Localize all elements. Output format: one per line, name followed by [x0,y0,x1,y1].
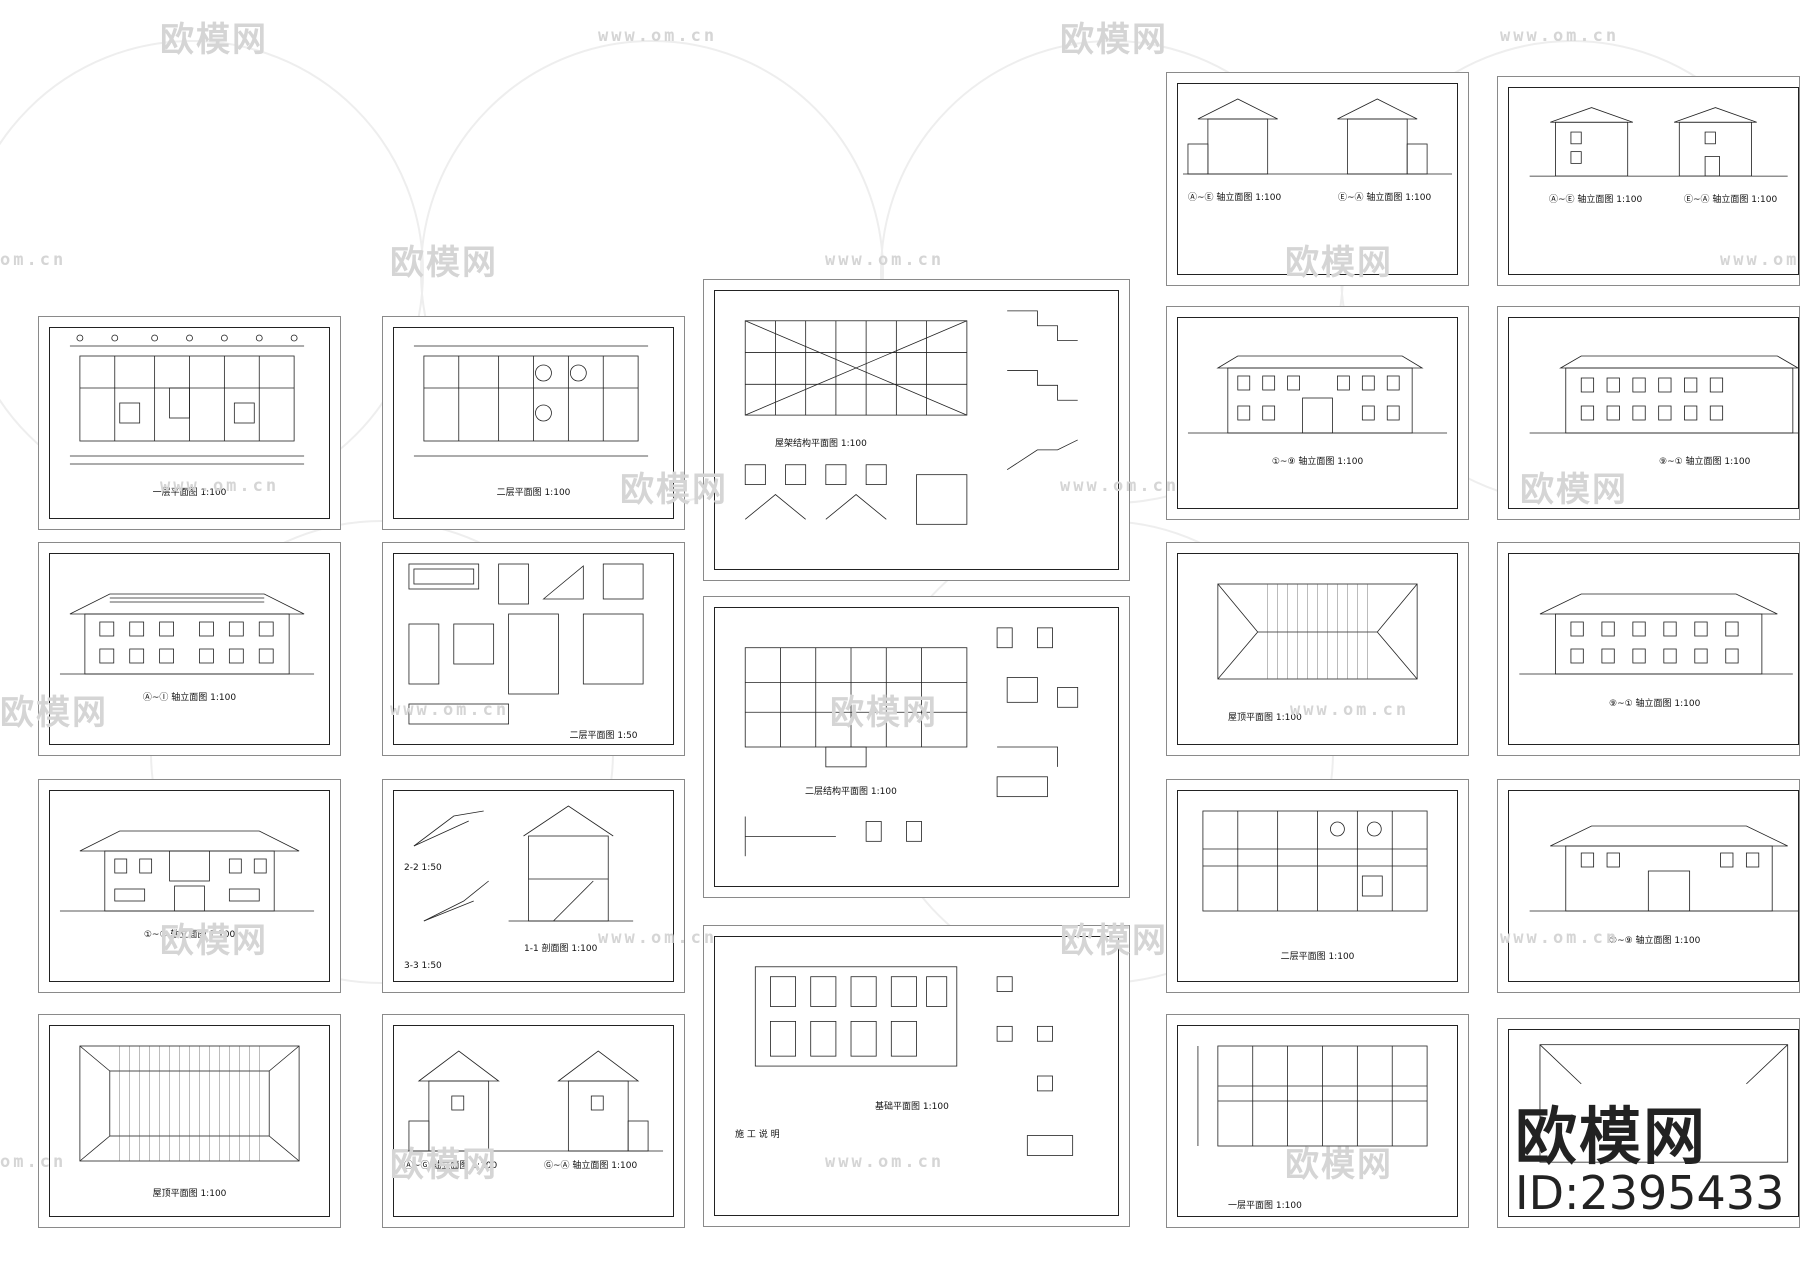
sheet-rear-elevation-e[interactable]: ⑨~① 轴立面图 1:100 [1497,306,1800,520]
watermark-url: www.om.cn [1500,26,1620,46]
sheet-caption: ⑨~① 轴立面图 1:100 [1609,699,1701,709]
drawing-frame: ①~⑨ 轴立面图 1:100 [49,790,330,982]
elevation-drawing [59,830,315,912]
floor-plan-drawing [1197,1045,1428,1147]
roof-plan-drawing [1217,583,1418,680]
sheet-caption: 1-1 剖面图 1:100 [524,944,598,954]
section-drawing [413,805,634,922]
sheet-caption: 屋顶平面图 1:100 [152,1189,227,1199]
elevation-drawing [403,1050,664,1152]
sheet-elevation-1-9[interactable]: ①~⑨ 轴立面图 1:100 [38,779,341,993]
structure-drawing [744,627,1079,857]
floor-plan-drawing [1202,810,1428,912]
sheet-details[interactable]: 二层平面图 1:50 [382,542,685,756]
drawing-frame: Ⓐ~Ⓘ 轴立面图 1:100 [49,553,330,745]
sheet-elevation-e4[interactable]: ①~⑨ 轴立面图 1:100 [1497,779,1800,993]
watermark-url: www.om.cn [598,26,718,46]
drawing-frame: 二层平面图 1:50 [393,553,674,745]
drawing-frame: 一层平面图 1:100 [1177,1025,1458,1217]
drawing-frame: 一层平面图 1:100 [49,327,330,519]
roof-plan-drawing [1539,1044,1789,1163]
drawing-frame: 屋架结构平面图 1:100 [714,290,1119,570]
drawing-frame: 二层平面图 1:100 [393,327,674,519]
sheet-roof-structure[interactable]: 屋架结构平面图 1:100 [703,279,1130,581]
drawing-frame: ⑨~① 轴立面图 1:100 [1508,317,1799,509]
drawing-frame: ①~⑨ 轴立面图 1:100 [1177,317,1458,509]
watermark-logo: 欧模网 [1060,20,1168,60]
drawing-frame: 基础平面图 1:100 施 工 说 明 [714,936,1119,1216]
sheet-caption: 二层结构平面图 1:100 [805,787,897,797]
sheet-caption: Ⓔ~Ⓐ 轴立面图 1:100 [1338,193,1432,203]
sheet-side-elevations-e[interactable]: Ⓐ~Ⓔ 轴立面图 1:100 Ⓔ~Ⓐ 轴立面图 1:100 [1497,76,1800,286]
sheet-caption: 二层平面图 1:100 [496,488,571,498]
sheet-caption: 施 工 说 明 [735,1130,780,1140]
structure-drawing [744,310,1078,525]
sheet-floor-plan-d1[interactable]: 一层平面图 1:100 [1166,1014,1469,1228]
sheet-caption: ①~⑨ 轴立面图 1:100 [1271,457,1364,467]
sheet-floor2-structure[interactable]: 二层结构平面图 1:100 [703,596,1130,898]
sheet-caption: ⑨~① 轴立面图 1:100 [1659,457,1751,467]
drawing-frame: ⑨~① 轴立面图 1:100 [1508,553,1799,745]
brand-logo: 欧模网 [1515,1100,1708,1173]
roof-plan-drawing [79,1045,300,1162]
sheet-caption: 二层平面图 1:50 [569,731,638,741]
foundation-drawing [754,966,1074,1156]
sheet-floor-plan-1[interactable]: 一层平面图 1:100 [38,316,341,530]
sheet-roof-plan-a[interactable]: 屋顶平面图 1:100 [38,1014,341,1228]
sheet-caption: Ⓐ~Ⓔ 轴立面图 1:100 [1188,193,1282,203]
sheet-caption: 屋顶平面图 1:100 [1228,713,1302,723]
sheet-caption: Ⓐ~Ⓖ 轴立面图 1:100 [404,1161,498,1171]
detail-drawing [408,563,644,725]
elevation-drawing [1529,825,1798,912]
drawing-frame: ①~⑨ 轴立面图 1:100 [1508,790,1799,982]
sheet-caption: 一层平面图 1:100 [152,488,227,498]
sheet-front-elevation-d[interactable]: ①~⑨ 轴立面图 1:100 [1166,306,1469,520]
sheet-floor-plan-2[interactable]: 二层平面图 1:100 [382,316,685,530]
watermark-logo: 欧模网 [160,20,268,60]
sheet-foundation[interactable]: 基础平面图 1:100 施 工 说 明 [703,925,1130,1227]
elevation-drawing [59,593,315,675]
sheet-caption: 屋架结构平面图 1:100 [775,439,867,449]
elevation-drawing [1187,355,1448,434]
floor-plan-drawing [413,345,649,457]
asset-id: ID:2395433 [1515,1166,1785,1220]
watermark-url: om.cn [0,250,67,270]
sheet-elevation-e3[interactable]: ⑨~① 轴立面图 1:100 [1497,542,1800,756]
drawing-frame: Ⓐ~Ⓔ 轴立面图 1:100 Ⓔ~Ⓐ 轴立面图 1:100 [1508,87,1799,275]
sheet-caption: 3-3 1:50 [404,961,442,971]
sheet-caption: 二层平面图 1:100 [1280,952,1355,962]
floor-plan-drawing [69,334,305,465]
drawing-frame: 2-2 1:50 3-3 1:50 1-1 剖面图 1:100 [393,790,674,982]
sheet-side-elevations-b[interactable]: Ⓐ~Ⓖ 轴立面图 1:100 Ⓖ~Ⓐ 轴立面图 1:100 [382,1014,685,1228]
sheet-floor-plan-d2[interactable]: 二层平面图 1:100 [1166,779,1469,993]
drawing-frame: 屋顶平面图 1:100 [49,1025,330,1217]
sheet-sections[interactable]: 2-2 1:50 3-3 1:50 1-1 剖面图 1:100 [382,779,685,993]
sheet-caption: 一层平面图 1:100 [1228,1201,1302,1211]
sheet-caption: Ⓐ~Ⓔ 轴立面图 1:100 [1549,195,1643,205]
drawing-frame: 二层结构平面图 1:100 [714,607,1119,887]
sheet-side-elevations-d[interactable]: Ⓐ~Ⓔ 轴立面图 1:100 Ⓔ~Ⓐ 轴立面图 1:100 [1166,72,1469,286]
watermark-logo: 欧模网 [390,243,498,283]
sheet-elevation-a[interactable]: Ⓐ~Ⓘ 轴立面图 1:100 [38,542,341,756]
sheet-caption: ①~⑨ 轴立面图 1:100 [143,930,236,940]
sheet-roof-plan-d[interactable]: 屋顶平面图 1:100 [1166,542,1469,756]
elevation-drawing [1182,98,1453,175]
sheet-caption: Ⓐ~Ⓘ 轴立面图 1:100 [142,693,237,703]
drawing-frame: 二层平面图 1:100 [1177,790,1458,982]
elevation-drawing [1519,593,1793,675]
sheet-caption: Ⓔ~Ⓐ 轴立面图 1:100 [1684,195,1778,205]
drawing-frame [1508,1029,1799,1217]
sheet-caption: 基础平面图 1:100 [875,1102,949,1112]
sheet-caption: Ⓖ~Ⓐ 轴立面图 1:100 [544,1161,638,1171]
elevation-drawing [1529,107,1788,177]
sheet-caption: 2-2 1:50 [404,863,442,873]
drawing-frame: Ⓐ~Ⓖ 轴立面图 1:100 Ⓖ~Ⓐ 轴立面图 1:100 [393,1025,674,1217]
elevation-drawing [1529,355,1798,434]
drawing-frame: 屋顶平面图 1:100 [1177,553,1458,745]
sheet-caption: ①~⑨ 轴立面图 1:100 [1609,936,1701,946]
watermark-url: www.om.cn [825,250,945,270]
drawing-frame: Ⓐ~Ⓔ 轴立面图 1:100 Ⓔ~Ⓐ 轴立面图 1:100 [1177,83,1458,275]
